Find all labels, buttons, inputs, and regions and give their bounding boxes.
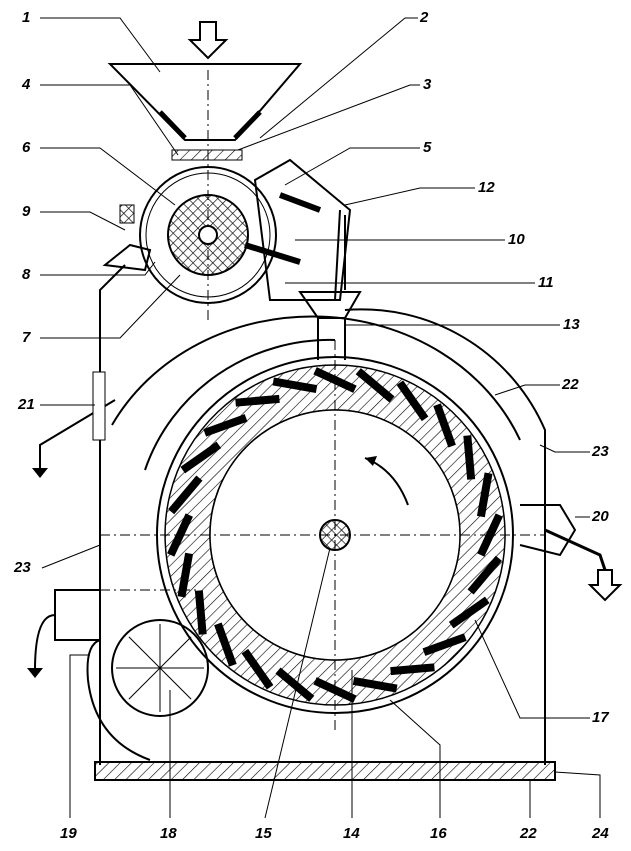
blade [448, 596, 490, 629]
label-24: 24 [591, 825, 609, 842]
label-1: 1 [22, 9, 30, 26]
blade [396, 380, 429, 422]
base-plate [94, 761, 556, 781]
label-8: 8 [22, 266, 31, 283]
blade [433, 403, 456, 448]
label-18: 18 [160, 825, 177, 842]
label-9: 9 [22, 203, 31, 220]
label-14: 14 [343, 825, 360, 842]
label-20: 20 [591, 508, 609, 525]
blade [194, 590, 207, 635]
label-17: 17 [592, 709, 609, 726]
blade [177, 552, 194, 598]
blade [313, 677, 357, 703]
label-23-left: 23 [13, 559, 31, 576]
label-5: 5 [423, 139, 432, 156]
leader-lines [40, 17, 601, 819]
part-labels: 1 2 3 4 5 6 7 8 9 10 11 12 13 14 15 16 1… [13, 9, 609, 842]
blade [180, 441, 222, 474]
label-2: 2 [419, 9, 429, 26]
blade [235, 394, 280, 407]
rotor-blades [167, 367, 503, 703]
blade [214, 622, 237, 667]
label-12: 12 [478, 179, 495, 196]
frame [99, 264, 546, 765]
blade [203, 414, 248, 437]
blade [241, 648, 274, 690]
blade [390, 663, 435, 676]
label-10: 10 [508, 231, 525, 248]
label-6: 6 [22, 139, 31, 156]
label-21: 21 [17, 396, 35, 413]
blade [275, 667, 315, 702]
fan [111, 619, 209, 717]
blade [167, 513, 193, 557]
label-22-bottom: 22 [519, 825, 537, 842]
label-3: 3 [423, 76, 432, 93]
blade [463, 435, 476, 480]
blade [355, 368, 395, 403]
blade [476, 472, 493, 518]
label-11: 11 [538, 274, 554, 291]
blade [272, 377, 318, 394]
label-16: 16 [430, 825, 447, 842]
blade [313, 367, 357, 393]
blade [422, 633, 467, 656]
label-15: 15 [255, 825, 272, 842]
label-4: 4 [21, 76, 31, 93]
feed-arrow-icon [187, 21, 229, 60]
pre-crusher [102, 158, 352, 304]
blade [477, 513, 503, 557]
blade [467, 555, 502, 595]
label-7: 7 [22, 329, 31, 346]
label-23-right: 23 [591, 443, 609, 460]
fan-spoke [128, 636, 192, 700]
blade [168, 475, 203, 515]
label-19: 19 [60, 825, 77, 842]
label-13: 13 [563, 316, 580, 333]
label-22-top: 22 [561, 376, 579, 393]
blade [352, 676, 398, 693]
